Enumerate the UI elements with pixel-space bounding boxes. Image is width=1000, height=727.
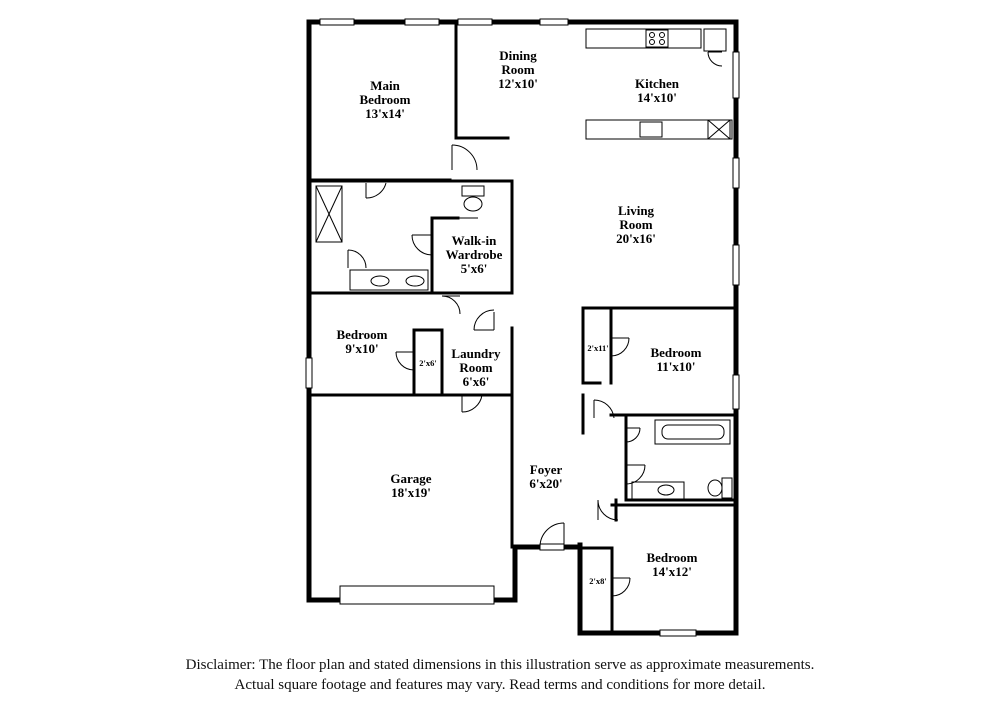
room-dining-room: Dining Room 12'x10' (498, 48, 538, 91)
room-name: Laundry (451, 346, 501, 361)
disclaimer-line: Disclaimer: The floor plan and stated di… (185, 657, 815, 673)
disclaimer: Disclaimer: The floor plan and stated di… (0, 655, 1000, 695)
room-dims: 14'x12' (652, 564, 692, 579)
room-kitchen: Kitchen 14'x10' (635, 76, 680, 105)
exterior-walls (306, 19, 739, 636)
room-bedroom-bottom: Bedroom 14'x12' (646, 550, 697, 579)
room-dims: 9'x10' (345, 341, 378, 356)
room-dims: 6'x6' (463, 374, 490, 389)
room-name: Bedroom (646, 550, 697, 565)
room-name: Walk-in (452, 233, 498, 248)
kitchen-fixtures (585, 28, 733, 140)
room-walk-in-wardrobe: Walk-in Wardrobe 5'x6' (446, 233, 503, 276)
room-name: Bedroom (650, 345, 701, 360)
room-dims: 11'x10' (656, 359, 695, 374)
room-name: Dining (499, 48, 537, 63)
room-foyer: Foyer 6'x20' (529, 462, 562, 491)
room-name: Bedroom (336, 327, 387, 342)
interior-walls (307, 20, 738, 635)
windows (305, 18, 740, 637)
room-name: Living (618, 203, 655, 218)
doors (347, 18, 723, 597)
room-closet-right: 2'x11' (587, 343, 608, 353)
room-name: Kitchen (635, 76, 680, 91)
room-laundry-room: Laundry Room 6'x6' (451, 346, 501, 389)
room-dims: 20'x16' (616, 231, 656, 246)
room-living-room: Living Room 20'x16' (616, 203, 656, 246)
room-dims: 13'x14' (365, 106, 405, 121)
room-name: Garage (390, 471, 431, 486)
floor-plan: Main Bedroom 13'x14' Dining Room 12'x10'… (305, 18, 740, 637)
room-dims: 18'x19' (391, 485, 431, 500)
room-dims: 14'x10' (637, 90, 677, 105)
room-name: Room (619, 217, 652, 232)
room-bedroom-right: Bedroom 11'x10' (650, 345, 701, 374)
room-garage: Garage 18'x19' (390, 471, 431, 500)
room-name: Main (370, 78, 400, 93)
room-dims: 5'x6' (461, 261, 488, 276)
room-name: Foyer (530, 462, 563, 477)
room-name: Room (501, 62, 534, 77)
disclaimer-line: Actual square footage and features may v… (234, 677, 766, 693)
room-dims: 6'x20' (529, 476, 562, 491)
room-dims: 2'x11' (587, 343, 608, 353)
room-dims: 2'x6' (419, 358, 436, 368)
room-dims: 2'x8' (589, 576, 606, 586)
room-dims: 12'x10' (498, 76, 538, 91)
room-name: Wardrobe (446, 247, 503, 262)
room-name: Room (459, 360, 492, 375)
room-bedroom-left: Bedroom 9'x10' (336, 327, 387, 356)
bath-fixtures (315, 185, 733, 500)
room-closet-bottom: 2'x8' (589, 576, 606, 586)
room-main-bedroom: Main Bedroom 13'x14' (359, 78, 410, 121)
room-name: Bedroom (359, 92, 410, 107)
room-closet-left: 2'x6' (419, 358, 436, 368)
